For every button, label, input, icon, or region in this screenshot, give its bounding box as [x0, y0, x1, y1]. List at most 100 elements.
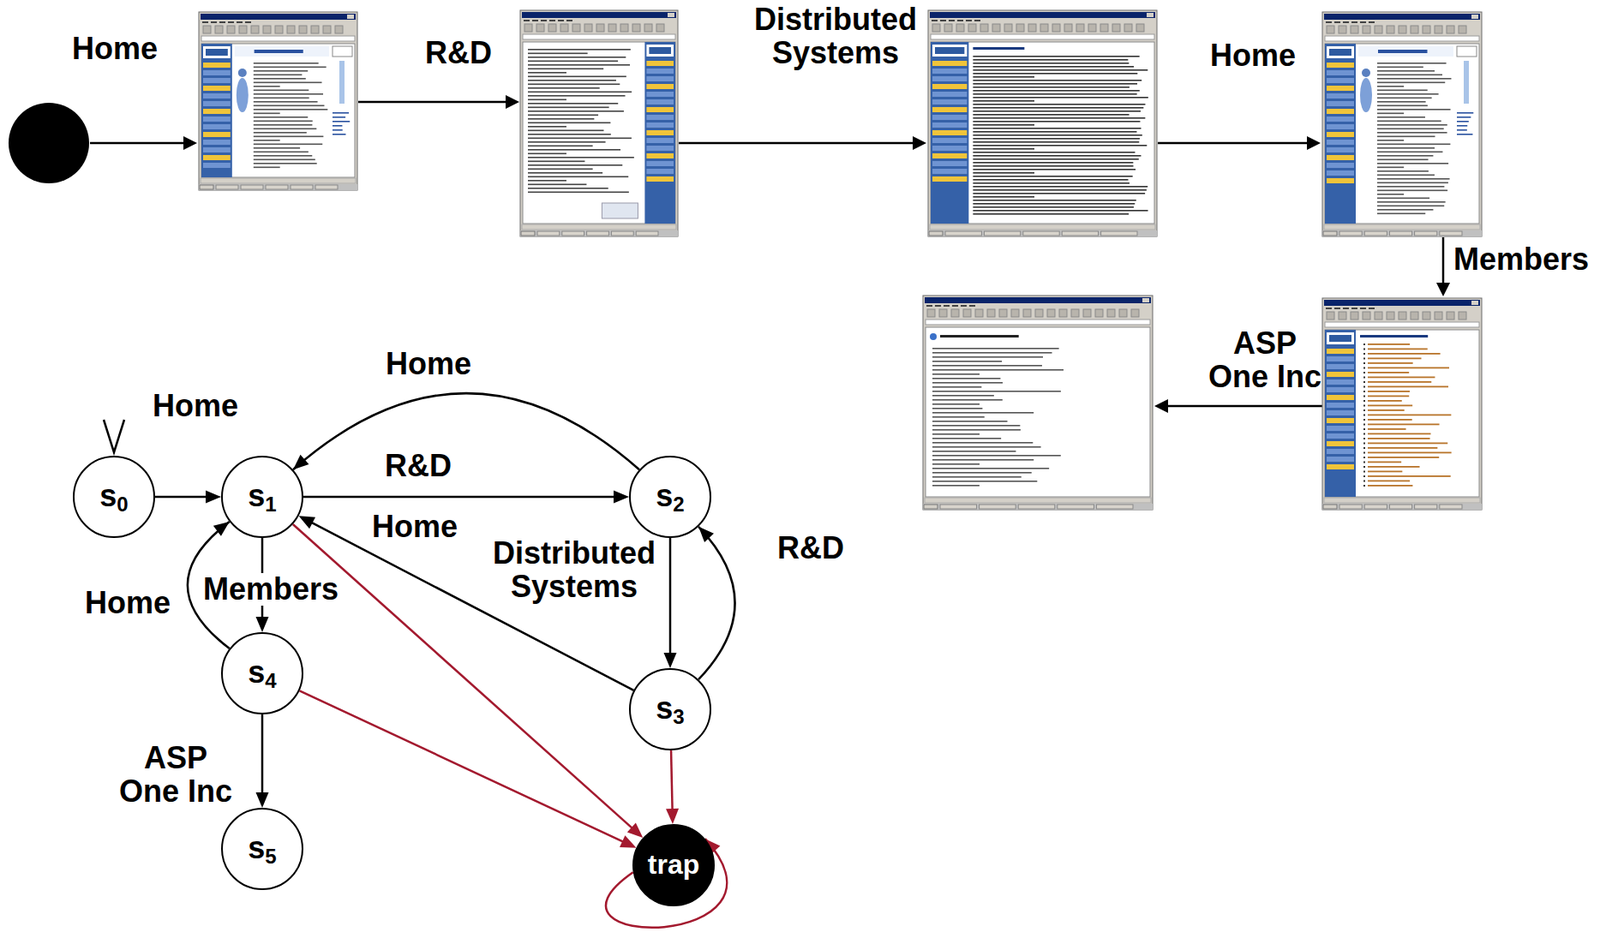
window-frame — [198, 11, 358, 191]
title-bar — [521, 11, 677, 18]
sidebar-button — [203, 93, 231, 99]
text-line — [1377, 151, 1443, 154]
arrowhead — [627, 822, 643, 839]
toolbar-icon — [944, 23, 953, 32]
arrowhead — [299, 515, 316, 529]
nav-line — [1157, 142, 1309, 145]
toolbar-icon — [1398, 25, 1407, 34]
toolbar-icon — [1119, 309, 1127, 318]
arrowhead — [664, 653, 678, 669]
task-button — [635, 231, 659, 236]
text-line — [972, 107, 1144, 109]
text-line — [527, 114, 599, 117]
title-bar — [1324, 13, 1481, 20]
ad-box — [601, 203, 638, 219]
info-icon — [929, 333, 937, 341]
text-line — [527, 56, 626, 59]
menu-item — [1334, 307, 1341, 310]
window-frame — [928, 10, 1157, 237]
title-bar — [1324, 299, 1481, 306]
sidebar-button — [932, 161, 967, 167]
thermometer-image — [1463, 60, 1469, 104]
transition-arrow — [256, 714, 270, 809]
text-line — [972, 120, 1140, 123]
link-line — [1367, 400, 1403, 402]
toolbar-icon — [1083, 309, 1091, 318]
text-line — [1456, 116, 1471, 119]
text-line — [527, 133, 612, 136]
menu-item — [1342, 21, 1349, 24]
list-bullet — [1363, 377, 1366, 379]
text-line — [527, 187, 609, 190]
sidebar-button — [932, 114, 967, 120]
text-line — [932, 442, 1033, 444]
sidebar-button — [1326, 147, 1355, 153]
text-line — [932, 485, 980, 487]
banner-title — [1378, 49, 1428, 54]
link-line — [1367, 466, 1421, 468]
arrowhead — [1436, 282, 1451, 297]
trap-transition — [665, 750, 679, 825]
text-line — [972, 137, 1140, 140]
text-line — [932, 356, 1043, 359]
text-line — [253, 128, 318, 131]
text-line — [253, 162, 318, 165]
arrowhead — [293, 455, 309, 471]
task-button — [1101, 231, 1138, 236]
link-line — [1367, 414, 1451, 417]
text-line — [972, 134, 1142, 137]
sidebar-button — [932, 76, 967, 82]
transition-label: R&D — [384, 449, 452, 484]
sidebar-button — [1326, 139, 1355, 145]
text-line — [972, 62, 1129, 65]
text-line — [972, 59, 1128, 61]
link-line — [1367, 419, 1413, 421]
transition-label: Home — [84, 587, 171, 621]
sidebar-button — [646, 168, 674, 174]
sidebar-button — [203, 108, 231, 114]
task-button — [537, 231, 560, 236]
text-line — [1377, 120, 1442, 123]
sidebar-button — [1326, 464, 1355, 470]
list-bullet — [1363, 390, 1366, 393]
text-line — [332, 112, 349, 114]
list-bullet — [1363, 447, 1366, 450]
navigation-arrowheads — [183, 95, 1451, 414]
toolbar-icon — [1446, 25, 1455, 34]
state-name: s0 — [99, 479, 128, 516]
sidebar-button — [203, 162, 231, 168]
state-index: 1 — [264, 492, 276, 516]
text-line — [972, 103, 1145, 106]
trap-state: trap — [632, 824, 715, 907]
text-line — [527, 122, 611, 125]
task-button — [1389, 231, 1412, 236]
toolbar-icon — [251, 25, 259, 34]
text-line — [527, 107, 610, 109]
text-line — [1377, 193, 1404, 196]
text-line — [527, 64, 630, 66]
toolbar-icon — [1326, 25, 1335, 34]
text-line — [527, 125, 567, 128]
sidebar — [201, 43, 233, 178]
text-line — [932, 352, 1053, 354]
toolbar-icon — [1088, 23, 1097, 32]
arrow-label: Distributed Systems — [749, 3, 922, 71]
start-button — [923, 504, 938, 510]
text-line — [253, 77, 306, 80]
arrowhead — [505, 95, 520, 109]
list-bullet — [1363, 353, 1366, 355]
close-button — [1471, 300, 1479, 306]
text-line — [972, 189, 1146, 192]
arrowhead — [619, 835, 636, 848]
toolbar-icon — [215, 25, 223, 34]
start-button — [521, 231, 535, 236]
text-line — [253, 116, 308, 119]
list-bullet — [1363, 466, 1366, 468]
toolbar-icon — [1107, 309, 1115, 318]
text-line — [932, 476, 1022, 479]
toolbar-icon — [596, 23, 605, 32]
sidebar-button — [1326, 425, 1355, 432]
list-bullet — [1363, 452, 1366, 455]
site-logo — [1326, 332, 1355, 345]
window-frame — [1322, 11, 1482, 237]
